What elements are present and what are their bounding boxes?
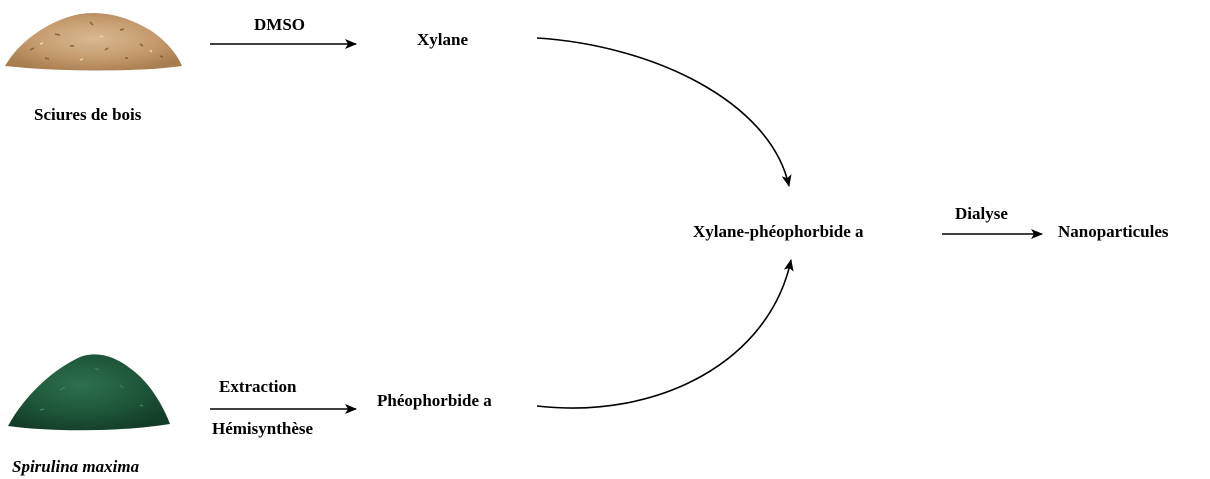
- dialysis-label: Dialyse: [955, 204, 1008, 223]
- sawdust-caption: Sciures de bois: [34, 105, 142, 124]
- xylane-to-conjugate-arrow: [536, 37, 792, 187]
- pheophorbide-label: Phéophorbide a: [377, 391, 492, 410]
- conjugate-label: Xylane-phéophorbide a: [693, 222, 864, 241]
- spirulina-image: [8, 354, 170, 431]
- nanoparticles-label: Nanoparticules: [1058, 222, 1169, 241]
- dmso-label: DMSO: [254, 15, 305, 34]
- xylane-label: Xylane: [417, 30, 468, 49]
- pheophorbide-to-conjugate-arrow: [536, 259, 794, 409]
- extraction-label: Extraction: [219, 377, 297, 396]
- sawdust-image: [5, 12, 182, 71]
- hemisynthesis-label: Hémisynthèse: [212, 419, 314, 438]
- spirulina-caption: Spirulina maxima: [12, 457, 140, 476]
